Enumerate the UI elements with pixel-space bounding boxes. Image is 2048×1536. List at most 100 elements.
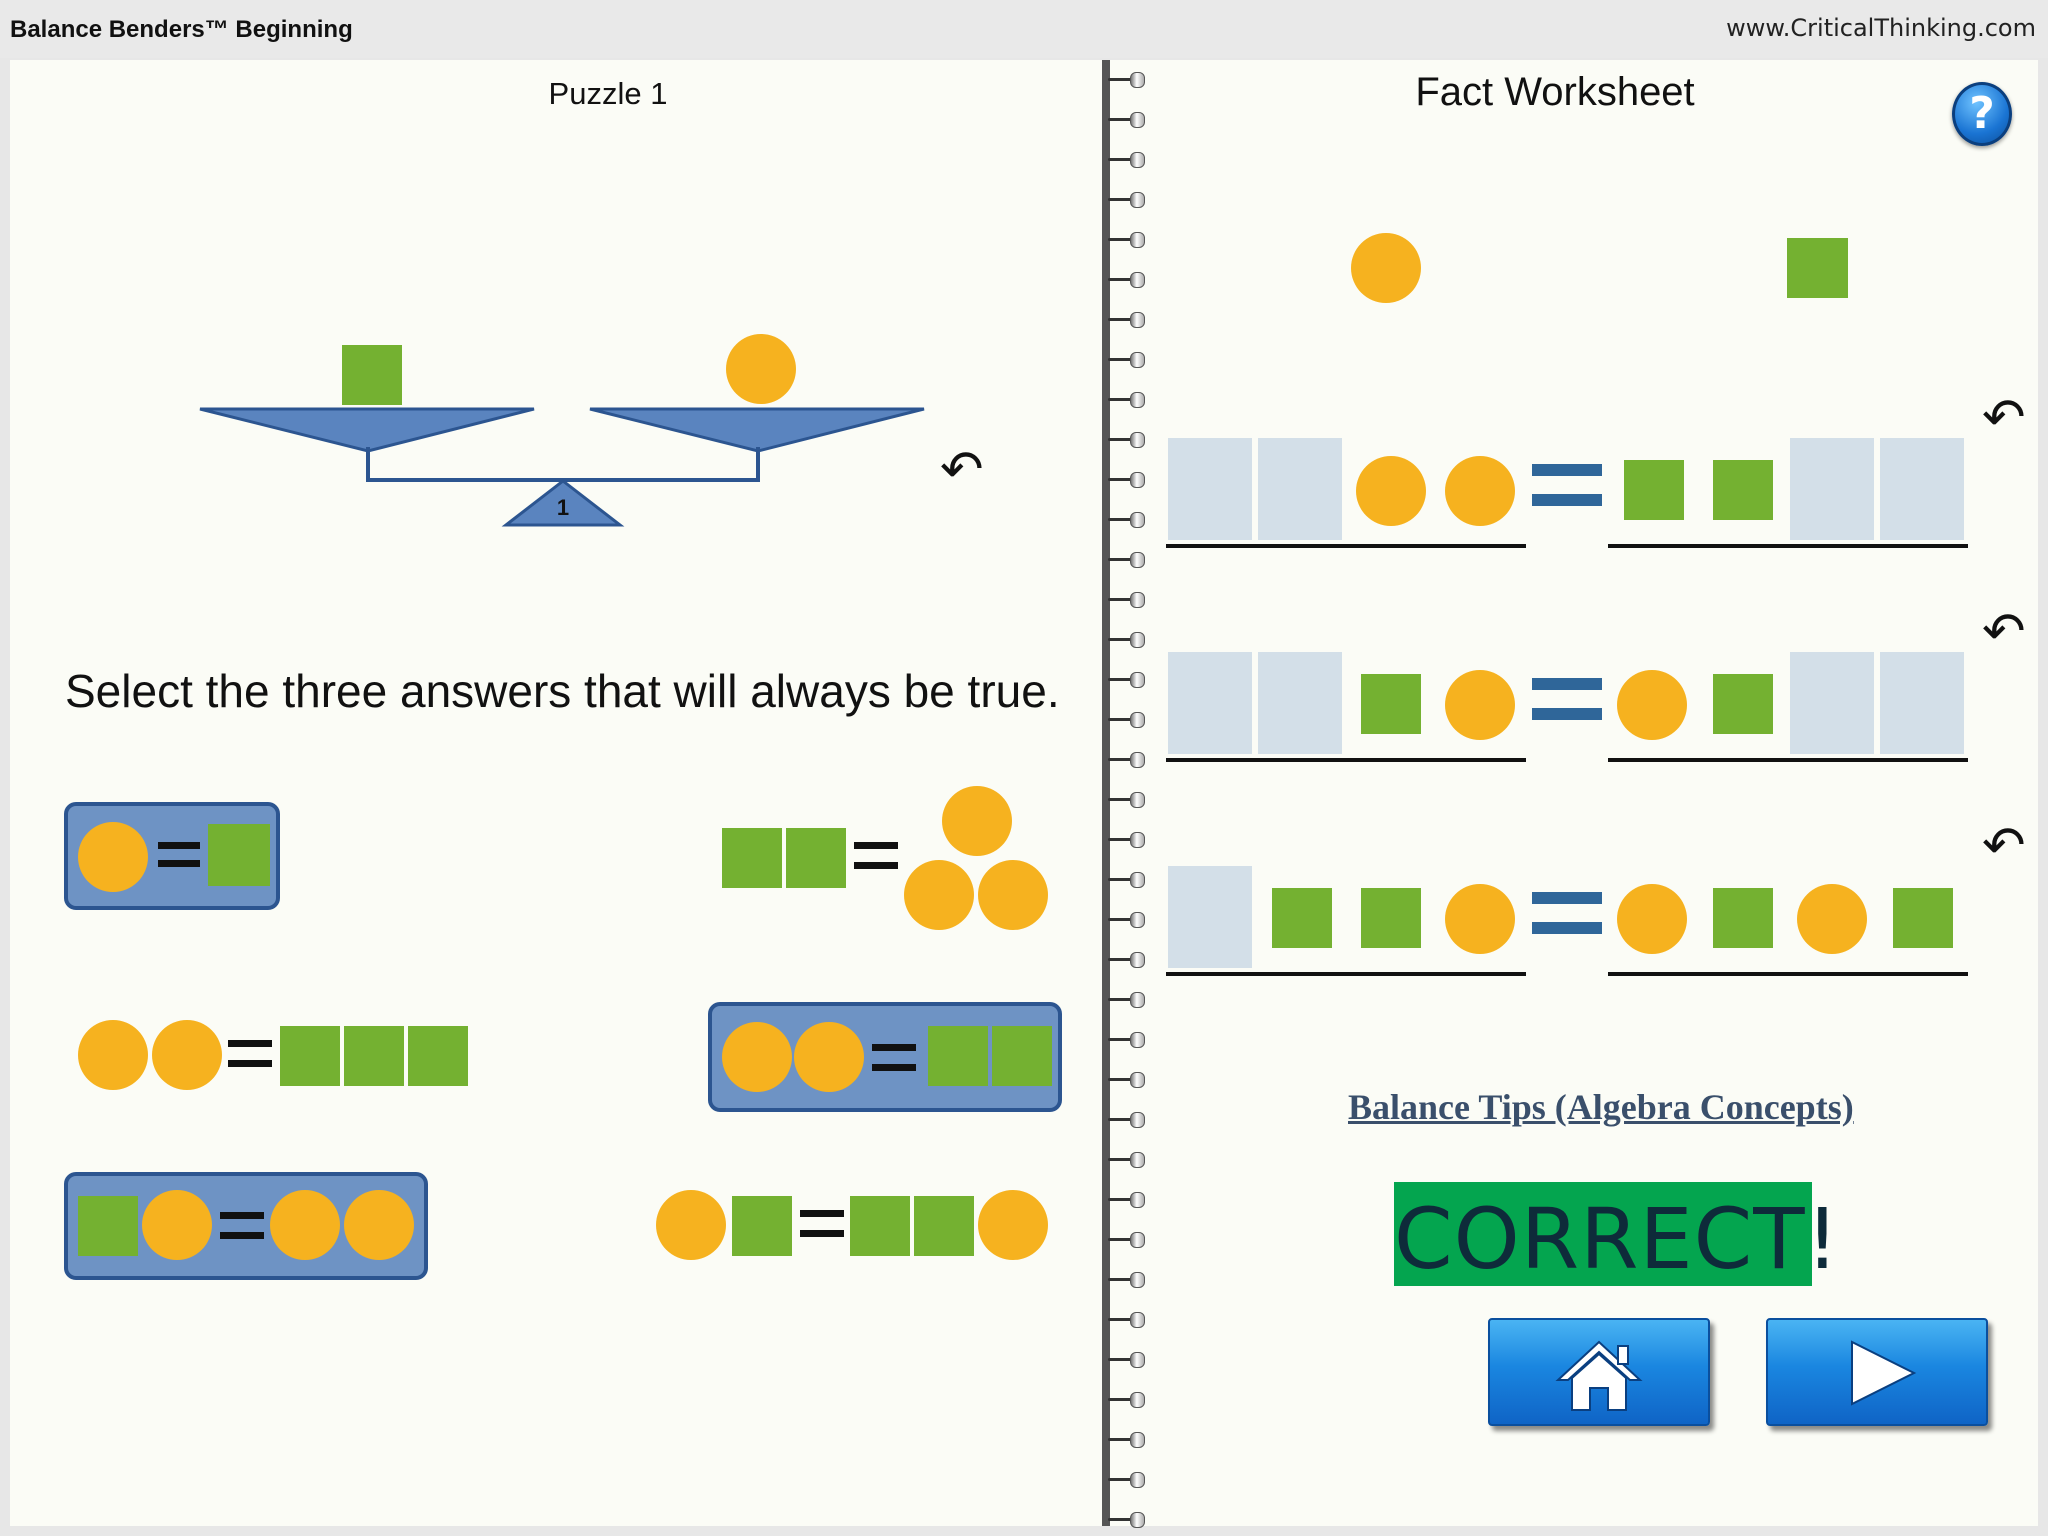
title-bar	[0, 0, 2048, 58]
blank-slot[interactable]	[1168, 652, 1252, 754]
blank-slot[interactable]	[1790, 438, 1874, 540]
square-shape	[78, 1196, 138, 1256]
undo-row-icon[interactable]: ↶	[1982, 816, 2026, 876]
worksheet-square-source[interactable]	[1787, 238, 1848, 298]
answer-option-6[interactable]	[652, 1186, 1062, 1266]
square-shape	[280, 1026, 340, 1086]
spiral-ring	[1108, 672, 1148, 688]
square-shape	[208, 824, 270, 886]
square-shape	[344, 1026, 404, 1086]
row-underline-left	[1166, 972, 1526, 976]
square-shape	[928, 1026, 988, 1086]
circle-shape	[978, 860, 1048, 930]
square-shape	[1893, 888, 1953, 948]
equals-sign	[854, 842, 898, 872]
blank-slot[interactable]	[1258, 438, 1342, 540]
equals-sign	[228, 1040, 272, 1070]
home-icon	[1555, 1340, 1643, 1411]
spiral-ring	[1108, 1032, 1148, 1048]
spiral-ring	[1108, 512, 1148, 528]
blank-slot[interactable]	[1790, 652, 1874, 754]
equals-sign	[1532, 892, 1602, 942]
circle-shape	[78, 1020, 148, 1090]
blank-slot[interactable]	[1168, 866, 1252, 968]
undo-row-icon[interactable]: ↶	[1982, 602, 2026, 662]
blank-slot[interactable]	[1880, 652, 1964, 754]
spiral-ring	[1108, 1432, 1148, 1448]
worksheet-circle-source[interactable]	[1351, 233, 1421, 303]
blank-slot[interactable]	[1258, 652, 1342, 754]
row-underline-left	[1166, 758, 1526, 762]
answer-option-1[interactable]	[64, 802, 280, 910]
puzzle-prompt: Select the three answers that will alway…	[65, 665, 1060, 717]
spiral-ring	[1108, 1232, 1148, 1248]
square-shape	[1624, 460, 1684, 520]
puzzle-page	[10, 60, 1102, 1526]
square-shape	[1361, 888, 1421, 948]
square-shape	[914, 1196, 974, 1256]
undo-row-icon[interactable]: ↶	[1982, 388, 2026, 448]
answer-option-5[interactable]	[64, 1172, 428, 1280]
balance-tips-link[interactable]: Balance Tips (Algebra Concepts)	[1348, 1087, 1854, 1127]
spiral-ring	[1108, 912, 1148, 928]
circle-shape	[978, 1190, 1048, 1260]
spiral-ring	[1108, 1072, 1148, 1088]
circle-shape	[656, 1190, 726, 1260]
equals-sign	[1532, 678, 1602, 728]
spiral-ring	[1108, 272, 1148, 288]
worksheet-page	[1106, 60, 2038, 1526]
correct-text: CORRECT!	[1394, 1190, 1841, 1288]
row-underline-right	[1608, 544, 1968, 548]
answer-option-4[interactable]	[708, 1002, 1062, 1112]
app-title: Balance Benders™ Beginning	[10, 16, 353, 43]
spiral-ring	[1108, 712, 1148, 728]
square-shape	[408, 1026, 468, 1086]
answer-option-2[interactable]	[706, 782, 1056, 932]
row-underline-right	[1608, 972, 1968, 976]
home-button[interactable]	[1488, 1318, 1710, 1426]
circle-shape	[344, 1190, 414, 1260]
spiral-ring	[1108, 352, 1148, 368]
blank-slot[interactable]	[1880, 438, 1964, 540]
spiral-ring	[1108, 792, 1148, 808]
blank-slot[interactable]	[1168, 438, 1252, 540]
circle-shape	[152, 1020, 222, 1090]
spiral-ring	[1108, 1352, 1148, 1368]
undo-scale-icon[interactable]: ↶	[940, 440, 984, 500]
circle-shape	[1617, 670, 1687, 740]
scale-right-pan	[589, 407, 925, 453]
notebook-spine	[1102, 60, 1110, 1526]
balance-scale: 1	[199, 334, 925, 527]
help-button[interactable]: ?	[1952, 82, 2012, 146]
spiral-ring	[1108, 1312, 1148, 1328]
spiral-ring	[1108, 552, 1148, 568]
spiral-ring	[1108, 1112, 1148, 1128]
spiral-ring	[1108, 152, 1148, 168]
square-shape	[732, 1196, 792, 1256]
row-underline-right	[1608, 758, 1968, 762]
next-button[interactable]	[1766, 1318, 1988, 1426]
puzzle-title: Puzzle 1	[548, 76, 668, 111]
correct-banner: CORRECT!	[1394, 1182, 1841, 1288]
circle-shape	[1617, 884, 1687, 954]
play-icon	[1851, 1340, 1917, 1406]
scale-beam	[366, 447, 760, 482]
circle-shape	[794, 1022, 864, 1092]
answer-option-3[interactable]	[70, 1016, 470, 1096]
circle-shape	[1445, 670, 1515, 740]
equals-sign	[220, 1212, 264, 1242]
spiral-ring	[1108, 1192, 1148, 1208]
circle-shape	[78, 822, 148, 892]
circle-shape	[1797, 884, 1867, 954]
spiral-ring	[1108, 1272, 1148, 1288]
circle-shape	[722, 1022, 792, 1092]
spiral-ring	[1108, 752, 1148, 768]
spiral-ring	[1108, 1152, 1148, 1168]
equals-sign	[1532, 464, 1602, 514]
equals-sign	[800, 1210, 844, 1240]
spiral-ring	[1108, 1392, 1148, 1408]
square-shape	[1713, 674, 1773, 734]
square-shape	[850, 1196, 910, 1256]
spiral-ring	[1108, 432, 1148, 448]
scale-left-pan	[199, 407, 535, 453]
